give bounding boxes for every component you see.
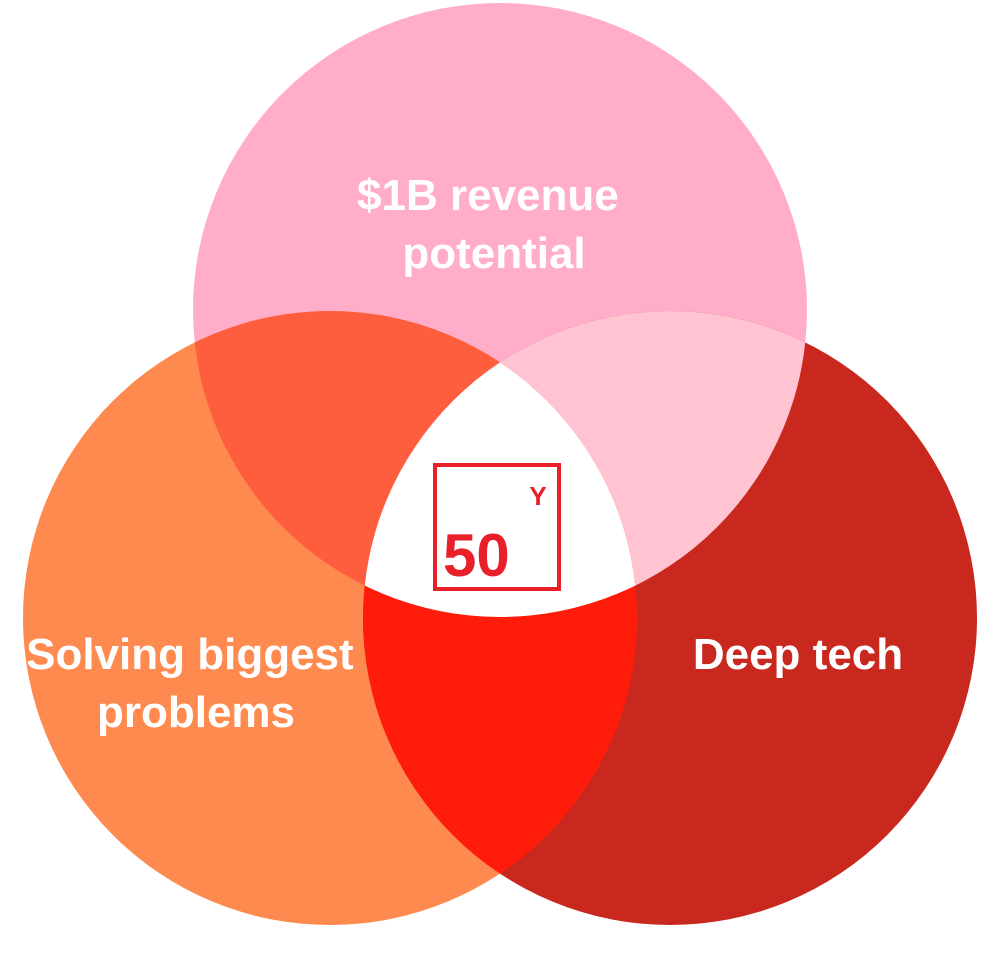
circle-top-label-line: $1B revenue [357,171,619,220]
logo-number: 50 [443,522,510,589]
logo-superscript: Y [529,481,546,511]
circle-right-label: Deep tech [693,630,903,679]
circle-right-label-line: Deep tech [693,630,903,679]
logo-50y: 50 Y [433,463,561,591]
circle-top-label: $1B revenue potential [357,171,631,278]
circle-left-label-line: problems [97,688,295,737]
circle-left-label-line: Solving biggest [26,630,354,679]
circle-left-label: Solving biggest problems [26,630,366,737]
logo-frame [433,463,561,591]
circle-top-label-line: potential [402,229,585,278]
